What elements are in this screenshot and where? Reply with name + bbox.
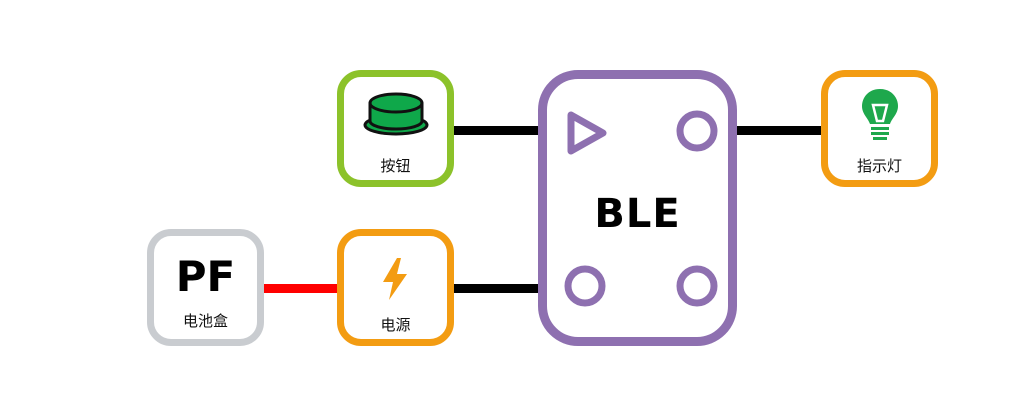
indicator-label: 指示灯 — [856, 157, 902, 175]
port-bottom-right-icon[interactable] — [675, 264, 719, 308]
indicator-node[interactable]: 指示灯 — [821, 70, 938, 187]
lightning-bolt-icon — [383, 258, 407, 300]
battery-label: 电池盒 — [182, 312, 228, 330]
button-label: 按钮 — [380, 157, 411, 175]
power-node[interactable]: 电源 — [337, 229, 454, 346]
power-label: 电源 — [380, 316, 411, 334]
push-button-icon — [363, 92, 429, 136]
wire-battery-to-power — [262, 284, 338, 293]
ble-title: BLE — [594, 191, 681, 237]
button-node[interactable]: 按钮 — [337, 70, 454, 187]
wire-button-to-ble — [452, 126, 540, 135]
port-bottom-left-icon[interactable] — [563, 264, 607, 308]
input-port-triangle-icon[interactable] — [565, 109, 609, 157]
wire-power-to-ble — [452, 284, 540, 293]
battery-title: PF — [175, 252, 236, 301]
battery-node[interactable]: PF 电池盒 — [147, 229, 264, 346]
ble-node[interactable]: BLE — [538, 70, 737, 346]
light-bulb-icon — [862, 89, 898, 140]
port-top-right-icon[interactable] — [675, 109, 719, 153]
wire-ble-to-indicator — [734, 126, 823, 135]
